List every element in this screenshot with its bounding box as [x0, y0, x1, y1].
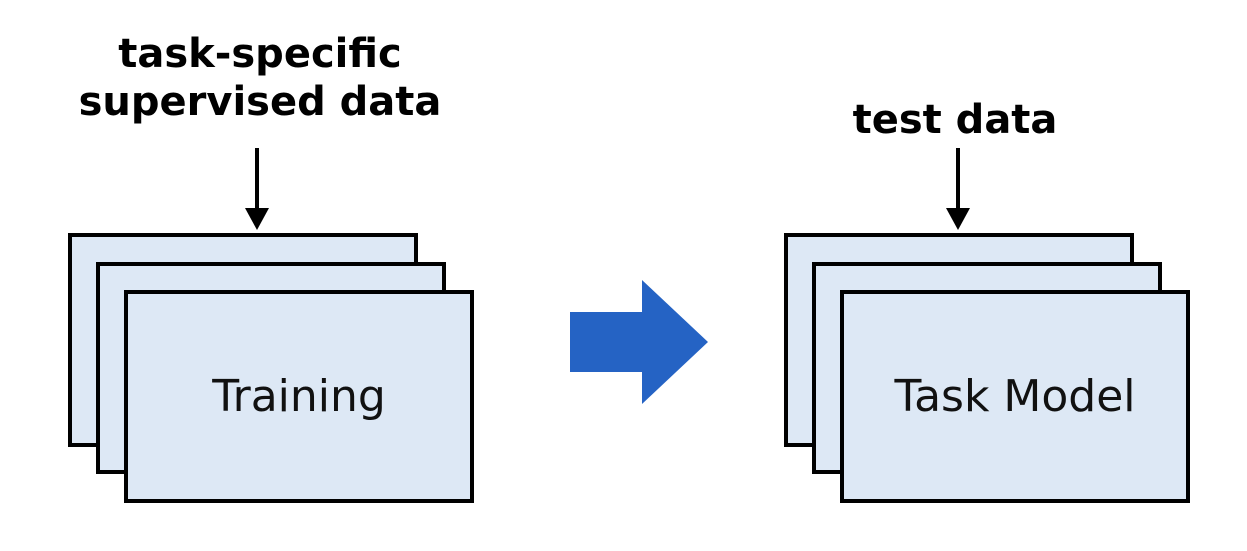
- training-box: Training: [124, 290, 474, 503]
- training-input-arrow: [245, 148, 269, 230]
- test-data-arrow: [946, 148, 970, 230]
- test-data-label: test data: [852, 97, 1058, 143]
- transition-arrow-icon: [570, 280, 708, 404]
- task-model-box-label: Task Model: [894, 371, 1136, 422]
- training-input-label-line2: supervised data: [78, 79, 442, 125]
- training-box-label: Training: [212, 371, 386, 422]
- training-input-label-line1: task-specific: [118, 31, 402, 77]
- training-input-label: task-specific supervised data: [50, 30, 470, 126]
- task-model-box: Task Model: [840, 290, 1190, 503]
